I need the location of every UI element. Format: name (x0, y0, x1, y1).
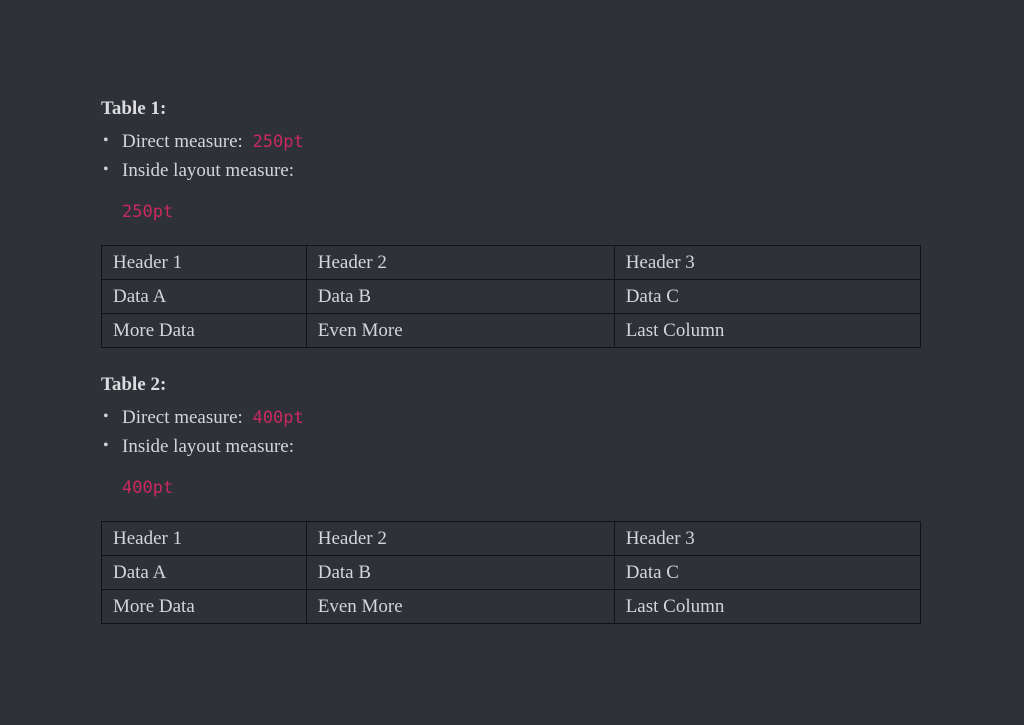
data-table: Header 1 Header 2 Header 3 Data A Data B… (101, 521, 922, 624)
table-row: More Data Even More Last Column (101, 589, 922, 624)
table-row: More Data Even More Last Column (101, 313, 922, 348)
section-table-2: Table 2: • Direct measure: 400pt • Insid… (101, 374, 922, 624)
layout-measure-value: 250pt (122, 202, 174, 222)
list-item-layout-measure: • Inside layout measure: 250pt (101, 161, 921, 221)
table-cell: Data B (305, 555, 615, 590)
section-table-1: Table 1: • Direct measure: 250pt • Insid… (101, 98, 922, 348)
bullet-icon: • (103, 437, 109, 454)
table-cell: Even More (305, 589, 615, 624)
table-cell: Data A (101, 555, 307, 590)
table-header-cell: Header 3 (613, 521, 922, 556)
table-header-cell: Header 1 (101, 521, 307, 556)
table-cell: More Data (101, 313, 307, 348)
table-cell: Data A (101, 279, 307, 314)
bullet-label: Inside layout measure: (122, 160, 295, 181)
table-header-cell: Header 3 (613, 245, 922, 280)
bullet-label: Direct measure: (122, 407, 243, 428)
table-cell: More Data (101, 589, 307, 624)
section-title: Table 2: (101, 374, 167, 395)
section-title: Table 1: (101, 98, 167, 119)
list-item-direct-measure: • Direct measure: 400pt (101, 407, 921, 429)
table-row: Data A Data B Data C (101, 279, 922, 314)
table-cell: Data C (613, 279, 922, 314)
table-header-cell: Header 2 (305, 521, 615, 556)
table-cell: Last Column (613, 589, 922, 624)
bullet-icon: • (103, 161, 109, 178)
table-row: Data A Data B Data C (101, 555, 922, 590)
list-item-layout-measure: • Inside layout measure: 400pt (101, 437, 921, 497)
bullet-icon: • (103, 132, 109, 149)
bullet-label: Inside layout measure: (122, 436, 295, 457)
table-header-row: Header 1 Header 2 Header 3 (101, 245, 922, 280)
table-header-cell: Header 1 (101, 245, 307, 280)
table-cell: Data C (613, 555, 922, 590)
table-cell: Even More (305, 313, 615, 348)
direct-measure-value: 400pt (252, 408, 304, 428)
table-header-row: Header 1 Header 2 Header 3 (101, 521, 922, 556)
list-item-direct-measure: • Direct measure: 250pt (101, 131, 921, 153)
document-content: Table 1: • Direct measure: 250pt • Insid… (101, 98, 922, 624)
measure-list: • Direct measure: 250pt • Inside layout … (101, 132, 921, 221)
direct-measure-value: 250pt (252, 132, 304, 152)
table-header-cell: Header 2 (305, 245, 615, 280)
data-table: Header 1 Header 2 Header 3 Data A Data B… (101, 245, 922, 348)
bullet-icon: • (103, 408, 109, 425)
layout-measure-value: 400pt (122, 478, 174, 498)
table-cell: Data B (305, 279, 615, 314)
measure-list: • Direct measure: 400pt • Inside layout … (101, 408, 921, 497)
bullet-label: Direct measure: (122, 131, 243, 152)
table-cell: Last Column (613, 313, 922, 348)
